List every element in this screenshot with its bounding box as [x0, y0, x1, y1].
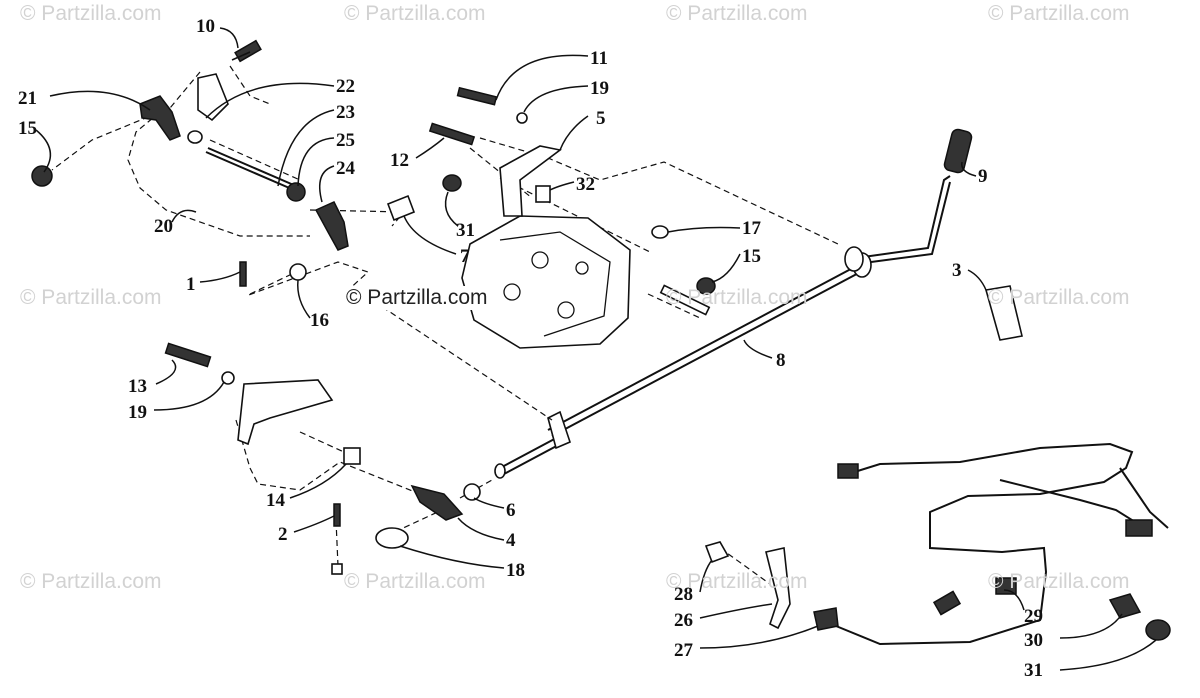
callout-12: 12	[390, 150, 409, 171]
callout-23: 23	[336, 102, 355, 123]
callout-31b: 31	[1024, 660, 1043, 681]
watermark: © Partzilla.com	[20, 570, 162, 593]
callout-7: 7	[460, 246, 470, 267]
watermark: © Partzilla.com	[20, 2, 162, 25]
nut-31b	[1145, 619, 1171, 641]
callout-28: 28	[674, 584, 693, 605]
shift-knob[interactable]	[943, 128, 973, 174]
lower-linkage[interactable]	[164, 342, 481, 575]
callout-32: 32	[576, 174, 595, 195]
bolt-7[interactable]	[386, 194, 416, 222]
leader-lines	[35, 27, 1157, 671]
callout-16: 16	[310, 310, 329, 331]
callout-18: 18	[506, 560, 525, 581]
callout-4: 4	[506, 530, 516, 551]
callout-2: 2	[278, 524, 288, 545]
watermark: © Partzilla.com	[988, 2, 1130, 25]
switch-30	[1108, 593, 1142, 619]
callout-27: 27	[674, 640, 694, 661]
engine-housing	[461, 215, 631, 349]
nut-31[interactable]	[442, 174, 462, 192]
callout-31: 31	[456, 220, 475, 241]
callout-6: 6	[506, 500, 516, 521]
callout-19b: 19	[128, 402, 147, 423]
cover-plate	[237, 379, 334, 446]
callout-22: 22	[336, 76, 355, 97]
bolt-10[interactable]	[234, 39, 262, 63]
callout-17: 17	[742, 218, 762, 239]
callout-9: 9	[978, 166, 988, 187]
washer-16[interactable]	[289, 263, 307, 281]
callout-24: 24	[336, 158, 356, 179]
watermark: © Partzilla.com	[344, 2, 486, 25]
washer-6[interactable]	[463, 483, 481, 501]
callout-10: 10	[196, 16, 215, 37]
connector-c	[995, 577, 1017, 595]
connector-a	[837, 463, 859, 479]
nut-15[interactable]	[31, 165, 53, 187]
spacer-14[interactable]	[343, 447, 361, 465]
nut-15b[interactable]	[696, 277, 716, 295]
washer-18[interactable]	[375, 527, 409, 549]
callout-15: 15	[18, 118, 37, 139]
washer-19[interactable]	[516, 112, 528, 124]
pin-2[interactable]	[333, 503, 341, 527]
callout-25: 25	[336, 130, 355, 151]
lever-4[interactable]	[410, 484, 464, 521]
callout-21: 21	[18, 88, 37, 109]
watermark: © Partzilla.com	[666, 570, 808, 593]
watermark: © Partzilla.com	[988, 570, 1130, 593]
bracket-5[interactable]	[428, 86, 716, 316]
callout-15b: 15	[742, 246, 761, 267]
sensor-27	[813, 607, 839, 631]
callout-labels: 10 21 15 22 23 25 24 20 1 16 7 11 19 5 1…	[18, 16, 1043, 681]
washer-17[interactable]	[651, 225, 669, 239]
shift-rod[interactable]	[340, 246, 872, 479]
watermark: © Partzilla.com	[344, 570, 486, 593]
clip	[331, 563, 343, 575]
lever-24[interactable]	[314, 201, 349, 251]
callout-19: 19	[590, 78, 609, 99]
decal-3	[984, 285, 1023, 341]
wiring-harness	[704, 442, 1171, 646]
watermark-center: © Partzilla.com	[344, 286, 490, 310]
callout-29: 29	[1024, 606, 1043, 627]
watermark: © Partzilla.com	[988, 286, 1130, 309]
callout-30: 30	[1024, 630, 1043, 651]
connector-b	[1125, 519, 1153, 537]
bolt-12[interactable]	[428, 122, 476, 146]
shift-lever[interactable]	[855, 128, 973, 265]
bracket-26	[765, 547, 791, 630]
bolt-11[interactable]	[456, 86, 498, 106]
washer-19b[interactable]	[221, 371, 235, 385]
spacer-32[interactable]	[535, 185, 551, 203]
callout-11: 11	[590, 48, 608, 69]
bolt-13[interactable]	[164, 342, 212, 368]
clevis-21[interactable]	[139, 95, 181, 141]
callout-13: 13	[128, 376, 147, 397]
watermark: © Partzilla.com	[666, 286, 808, 309]
callout-14: 14	[266, 490, 286, 511]
watermark: © Partzilla.com	[20, 286, 162, 309]
callout-8: 8	[776, 350, 786, 371]
callout-3: 3	[952, 260, 962, 281]
watermark: © Partzilla.com	[666, 2, 808, 25]
callout-20: 20	[154, 216, 173, 237]
callout-5: 5	[596, 108, 606, 129]
grommet-28	[704, 541, 730, 564]
bracket-22	[197, 73, 229, 122]
nut-25[interactable]	[286, 182, 306, 202]
callout-1: 1	[186, 274, 196, 295]
upper-linkage[interactable]	[31, 39, 416, 287]
stud	[659, 284, 711, 316]
callout-26: 26	[674, 610, 693, 631]
pin-1[interactable]	[239, 261, 247, 287]
